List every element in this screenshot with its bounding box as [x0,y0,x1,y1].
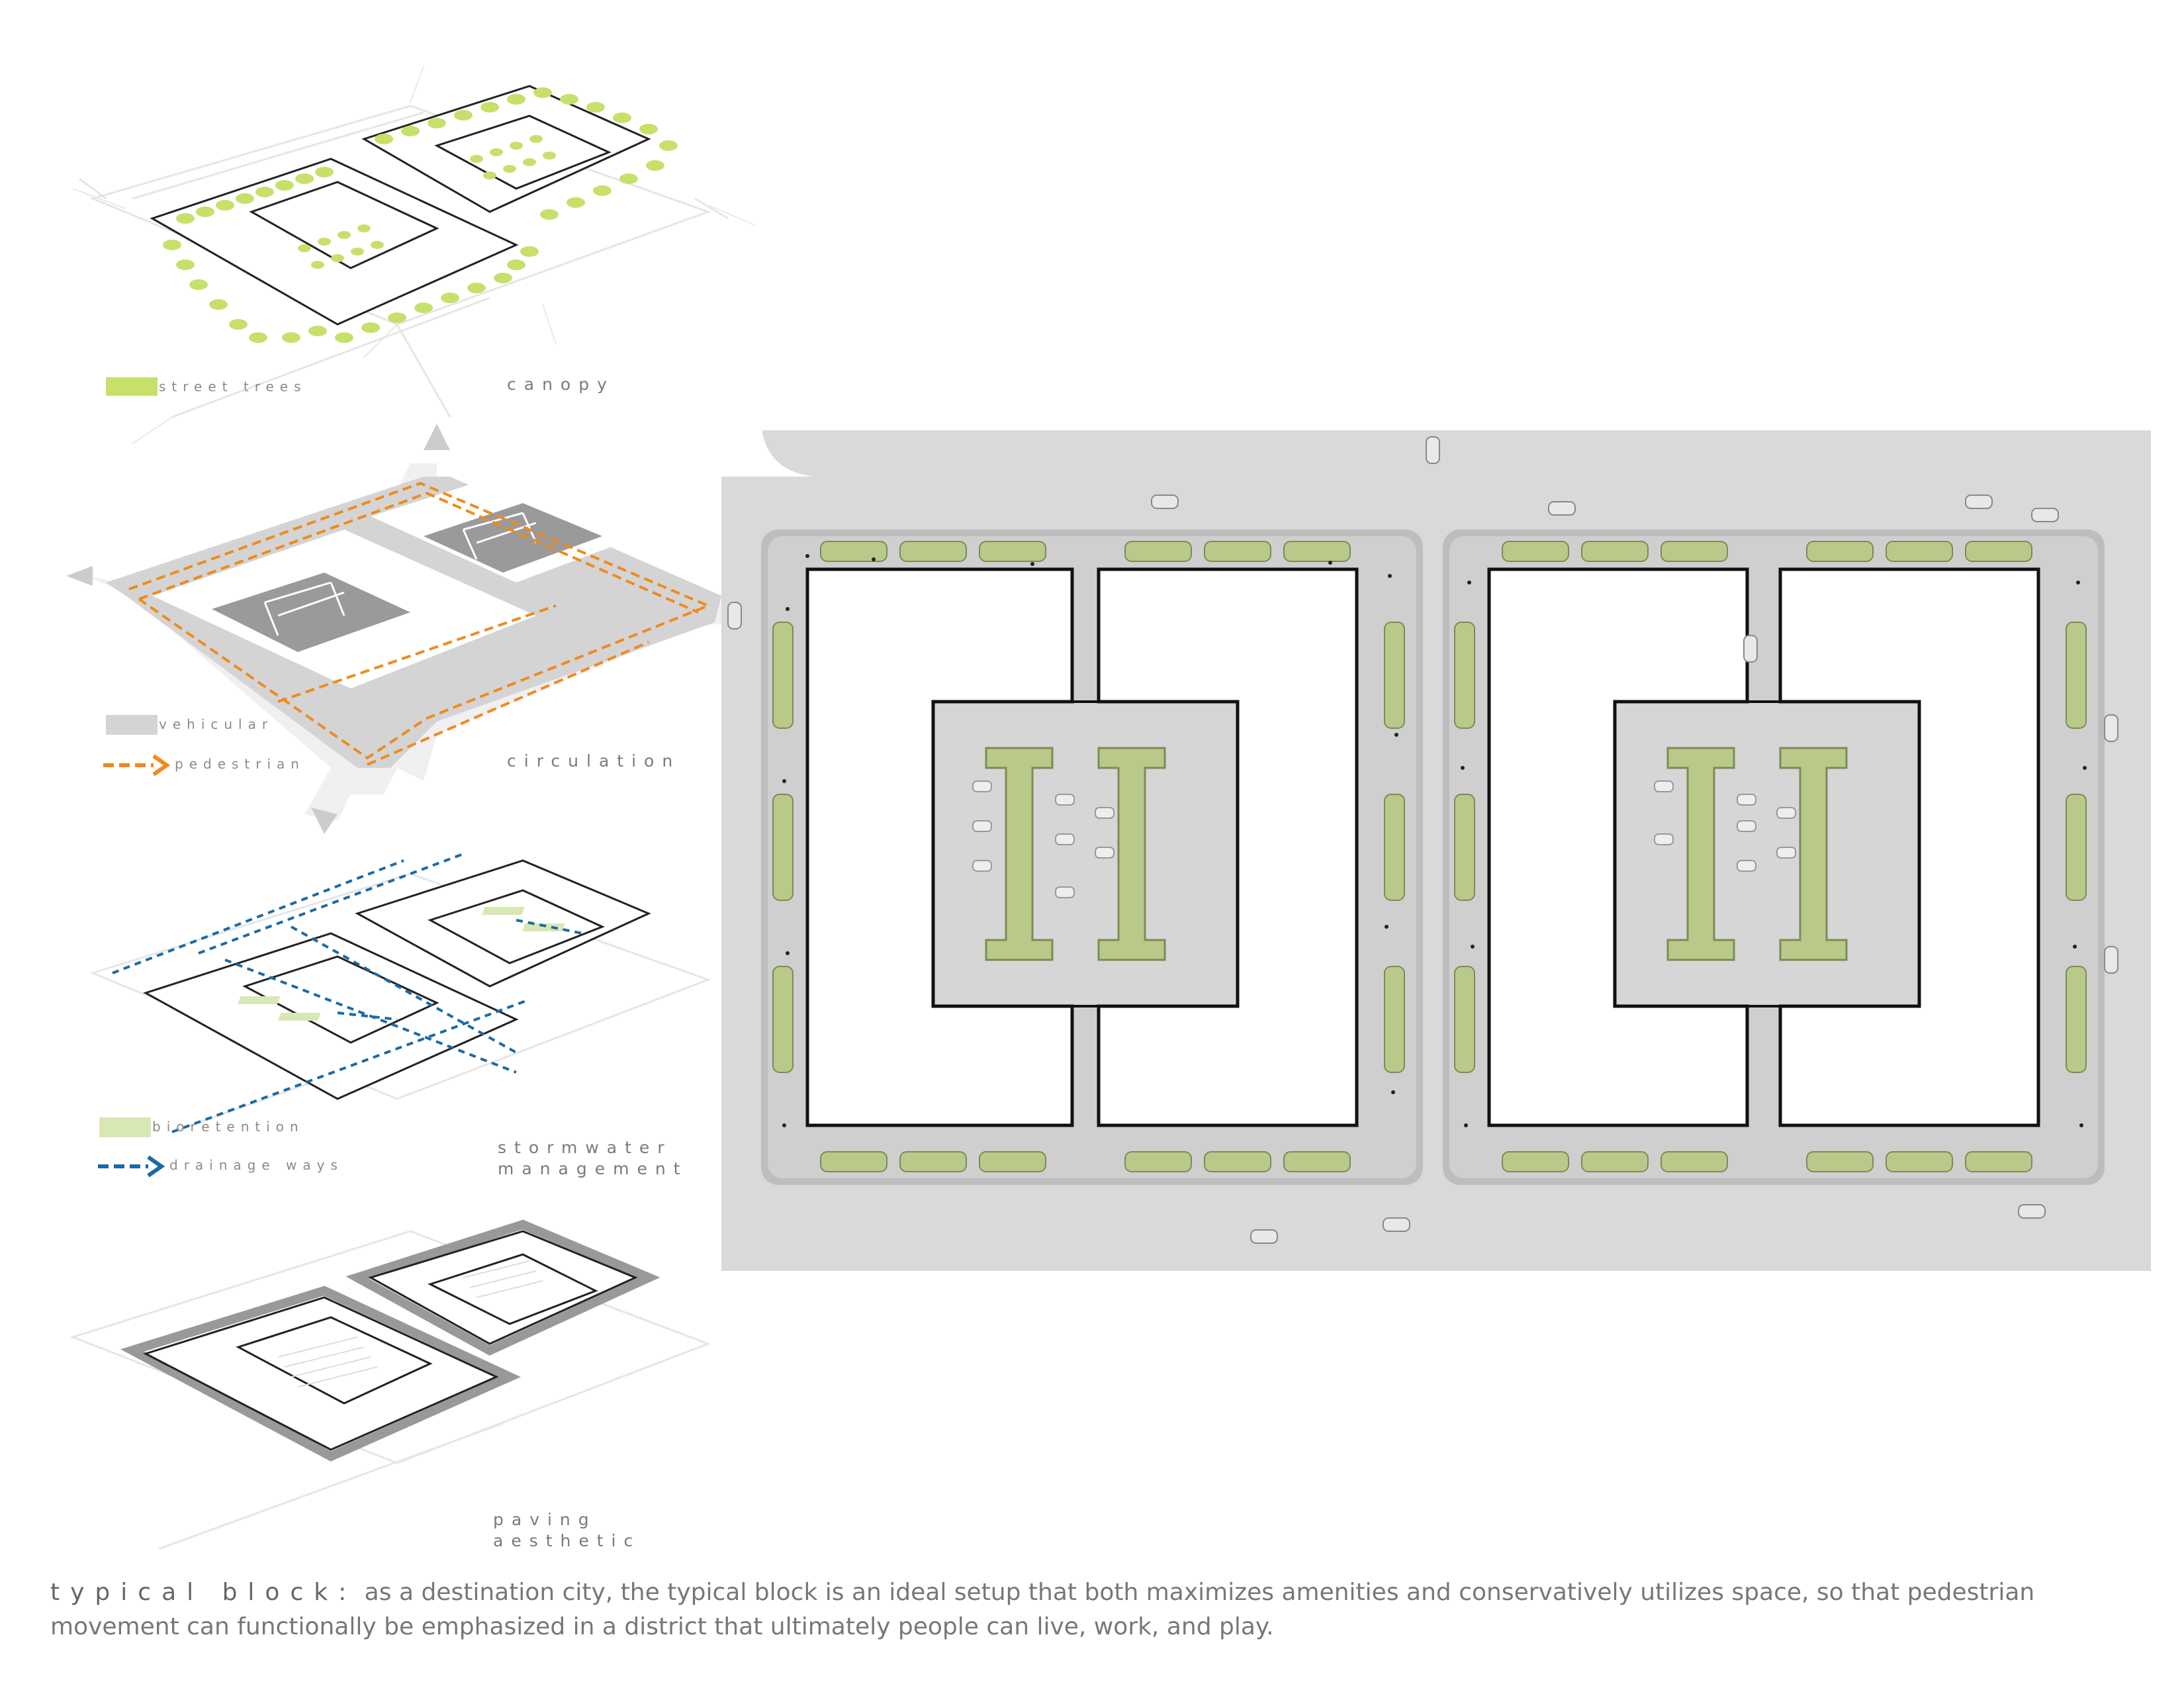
legend-label-pedestrian: pedestrian [175,756,305,772]
pedestrian-arrow-icon [103,754,171,776]
caption-text: as a destination city, the typical block… [50,1579,2035,1640]
legend-swatch-bioretention [99,1117,151,1137]
legend-label-drainage-ways: drainage ways [169,1157,343,1173]
legend-label-vehicular: vehicular [159,716,274,732]
panel-title-stormwater-line2: management [498,1159,688,1178]
panel-title-circulation: circulation [507,751,681,771]
legend-label-bioretention: bioretention [152,1119,304,1135]
canopy-axon-diagram [72,66,755,444]
caption: typical block: as a destination city, th… [50,1575,2155,1644]
drainage-arrow-icon [98,1155,165,1178]
typical-block-site-plan [721,424,2151,1271]
panel-title-paving-line1: paving [493,1510,597,1529]
panel-title-paving-line2: aesthetic [493,1531,641,1550]
circulation-axon-diagram [66,424,768,834]
panel-title-stormwater-line1: stormwater [498,1138,672,1157]
paving-axon-diagram [69,1219,711,1550]
caption-lead: typical block: [50,1579,357,1606]
stormwater-axon-diagram [89,853,711,1133]
panel-title-canopy: canopy [507,375,615,394]
legend-swatch-vehicular [106,715,158,735]
legend-label-street-trees: street trees [159,379,307,395]
legend-swatch-street-trees [106,377,158,396]
